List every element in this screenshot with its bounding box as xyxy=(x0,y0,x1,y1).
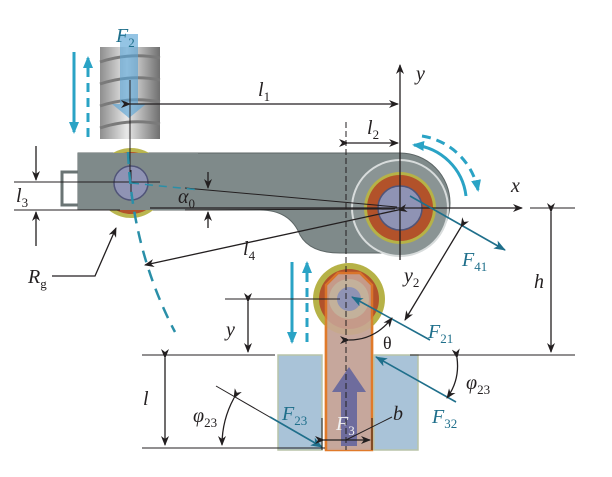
y-label: y xyxy=(224,319,235,341)
phi23-left-label: φ23 xyxy=(193,405,217,430)
f23-force-line xyxy=(269,416,323,448)
phi23-left-arc xyxy=(218,388,242,446)
rg-label: Rg xyxy=(27,266,47,291)
f41-label: F41 xyxy=(461,249,487,274)
l-label: l xyxy=(143,388,149,410)
l4-dimension xyxy=(144,204,408,267)
slot-block-right xyxy=(373,354,419,451)
l1-label: l1 xyxy=(258,79,270,104)
l2-label: l2 xyxy=(367,117,379,142)
lower-roller-pin xyxy=(337,287,361,311)
x-axis-label: x xyxy=(510,175,520,197)
f2-label: F2 xyxy=(115,25,135,50)
phi23-right-label: φ23 xyxy=(466,372,490,397)
b-leader xyxy=(345,416,393,441)
l4-label: l4 xyxy=(243,238,256,263)
f23-label: F23 xyxy=(281,403,307,428)
theta-label: θ xyxy=(383,333,392,353)
l3-label: l3 xyxy=(16,185,28,210)
roller-to-pivot-dashed xyxy=(130,182,201,191)
f32-label: F32 xyxy=(431,406,457,431)
f21-label: F21 xyxy=(427,321,453,346)
theta-arc xyxy=(339,317,393,345)
alpha0-line-upper xyxy=(184,187,398,208)
y2-dimension xyxy=(404,217,470,321)
y2-label: y2 xyxy=(402,265,419,290)
f32-force-line xyxy=(375,356,457,403)
phi23-right-arc xyxy=(446,348,460,399)
alpha0-label: α0 xyxy=(178,186,195,211)
h-label: h xyxy=(534,271,544,293)
y-axis-label: y xyxy=(414,63,425,85)
rotation-ccw-arrow xyxy=(412,140,468,197)
rg-leader xyxy=(52,227,117,277)
roller-path-arc xyxy=(126,151,177,333)
b-label: b xyxy=(393,403,403,425)
f3-force-arrow xyxy=(332,367,366,446)
lever-hook xyxy=(60,170,80,207)
